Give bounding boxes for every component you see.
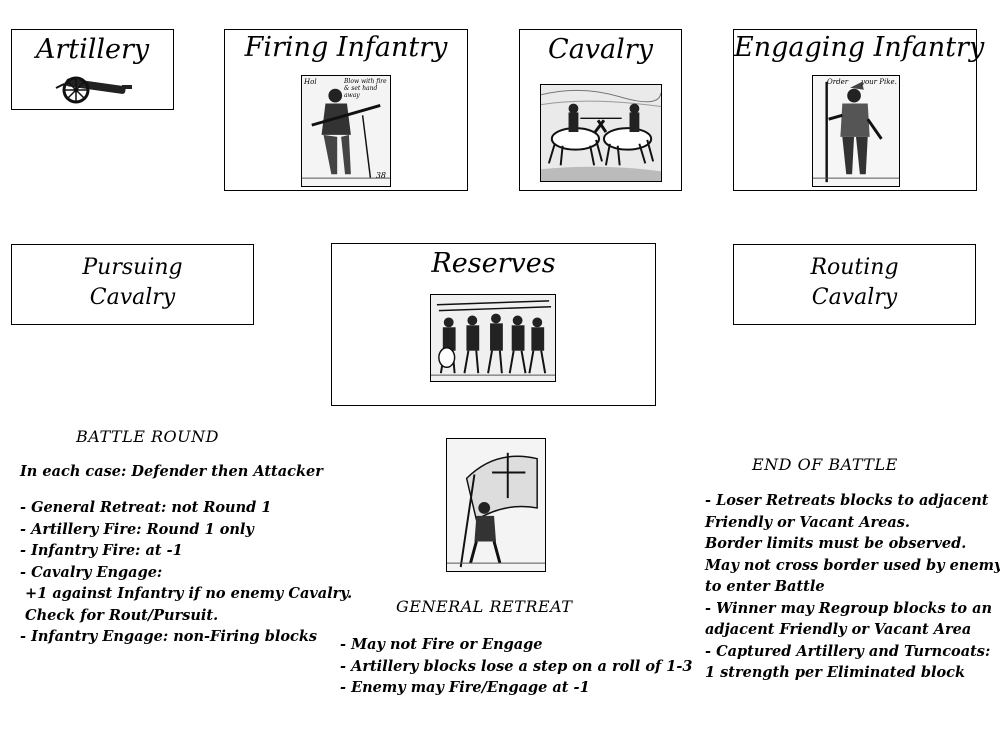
pursuing-cavalry-box[interactable]: Pursuing Cavalry	[11, 244, 254, 325]
end-of-battle-rule: to enter Battle	[705, 578, 825, 595]
general-retreat-heading: GENERAL RETREAT	[396, 597, 573, 616]
battle-round-rule: +1 against Infantry if no enemy Cavalry.	[20, 585, 353, 602]
reserves-woodcut	[430, 294, 556, 382]
end-of-battle-rule: Friendly or Vacant Areas.	[705, 513, 910, 531]
woodcut-caption-left: Order	[827, 78, 849, 86]
end-of-battle-rule: adjacent Friendly or Vacant Area	[705, 621, 972, 638]
general-retreat-rule: - Artillery blocks lose a step on a roll…	[340, 657, 693, 675]
end-of-battle-rule: 1 strength per Eliminated block	[705, 664, 966, 681]
end-of-battle-rules: - Loser Retreats blocks to adjacent Frie…	[705, 490, 1000, 684]
cannon-icon	[52, 68, 134, 104]
reserves-box[interactable]: Reserves	[331, 243, 656, 406]
end-of-battle-rule: - Loser Retreats blocks to adjacent	[705, 492, 989, 509]
end-of-battle-rule: - Captured Artillery and Turncoats:	[705, 642, 991, 660]
routing-cavalry-box[interactable]: Routing Cavalry	[733, 244, 976, 325]
standard-bearer-woodcut	[446, 438, 546, 572]
general-retreat-rule: - Enemy may Fire/Engage at -1	[340, 679, 590, 696]
firing-infantry-box[interactable]: Firing Infantry Hol Blow with fire & set…	[224, 29, 468, 191]
end-of-battle-rule: - Winner may Regroup blocks to an	[705, 599, 993, 617]
end-of-battle-heading: END OF BATTLE	[752, 455, 898, 474]
end-of-battle-rule: Border limits must be observed.	[705, 535, 967, 552]
engaging-infantry-box[interactable]: Engaging Infantry Order your Pike.	[733, 29, 985, 191]
battle-round-rule: - Artillery Fire: Round 1 only	[20, 520, 254, 538]
pursuing-cavalry-title-line2: Cavalry	[89, 285, 176, 310]
musketeer-woodcut: Hol Blow with fire & set hand away 38	[301, 75, 391, 187]
cavalry-box[interactable]: Cavalry	[519, 29, 682, 191]
end-of-battle-rule: May not cross border used by enemy	[705, 556, 1000, 574]
battle-round-rule: - Infantry Fire: at -1	[20, 542, 183, 559]
cavalry-woodcut	[540, 84, 662, 182]
battle-round-heading: BATTLE ROUND	[76, 427, 219, 446]
engaging-infantry-title: Engaging Infantry	[734, 32, 985, 63]
battle-round-rule: - General Retreat: not Round 1	[20, 499, 272, 516]
battle-round-rule: - Cavalry Engage:	[20, 563, 163, 581]
woodcut-caption-left: Hol	[304, 78, 317, 86]
pursuing-cavalry-title-line1: Pursuing	[82, 255, 183, 280]
routing-cavalry-title-line1: Routing	[810, 255, 899, 280]
general-retreat-rules: - May not Fire or Engage - Artillery blo…	[340, 634, 693, 699]
battle-round-intro: In each case: Defender then Attacker	[20, 463, 323, 480]
artillery-title: Artillery	[35, 34, 150, 65]
pikeman-woodcut: Order your Pike.	[812, 75, 900, 187]
firing-infantry-title: Firing Infantry	[244, 32, 448, 63]
cavalry-title: Cavalry	[548, 34, 653, 65]
general-retreat-rule: - May not Fire or Engage	[340, 636, 543, 653]
battle-round-rule: Check for Rout/Pursuit.	[20, 606, 219, 624]
woodcut-caption-right: Blow with fire & set hand away	[344, 78, 387, 99]
artillery-box[interactable]: Artillery	[11, 29, 174, 110]
reserves-title: Reserves	[431, 248, 556, 279]
battle-round-rules: - General Retreat: not Round 1 - Artille…	[20, 497, 352, 648]
woodcut-plate-number: 38	[375, 171, 386, 180]
battle-round-rule: - Infantry Engage: non-Firing blocks	[20, 628, 318, 645]
routing-cavalry-title-line2: Cavalry	[811, 285, 898, 310]
woodcut-caption-right: your Pike.	[861, 78, 897, 86]
